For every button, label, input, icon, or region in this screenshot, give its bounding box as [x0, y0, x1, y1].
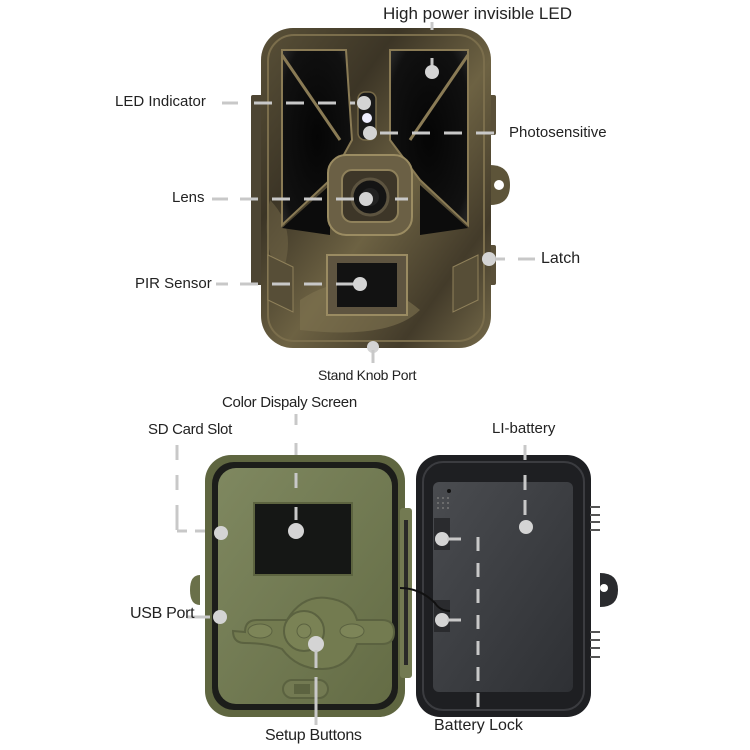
- label-high-power-led: High power invisible LED: [383, 4, 572, 23]
- label-stand-knob-port: Stand Knob Port: [318, 367, 417, 383]
- label-photosensitive: Photosensitive: [509, 124, 607, 141]
- label-setup-buttons: Setup Buttons: [265, 727, 362, 744]
- label-sd-card-slot: SD Card Slot: [148, 421, 232, 438]
- label-pir-sensor: PIR Sensor: [135, 275, 212, 292]
- label-led-indicator: LED Indicator: [115, 93, 206, 110]
- label-lens: Lens: [172, 189, 205, 206]
- label-battery-lock: Battery Lock: [434, 717, 523, 734]
- label-latch: Latch: [541, 250, 581, 267]
- open-view-camera: [190, 455, 618, 717]
- front-leader-lines: [212, 22, 535, 363]
- label-usb-port: USB Port: [130, 605, 195, 622]
- label-li-battery: LI-battery: [492, 420, 556, 437]
- front-view-camera: [251, 28, 510, 348]
- open-leader-lines: [175, 414, 533, 725]
- label-color-display-screen: Color Dispaly Screen: [222, 394, 357, 411]
